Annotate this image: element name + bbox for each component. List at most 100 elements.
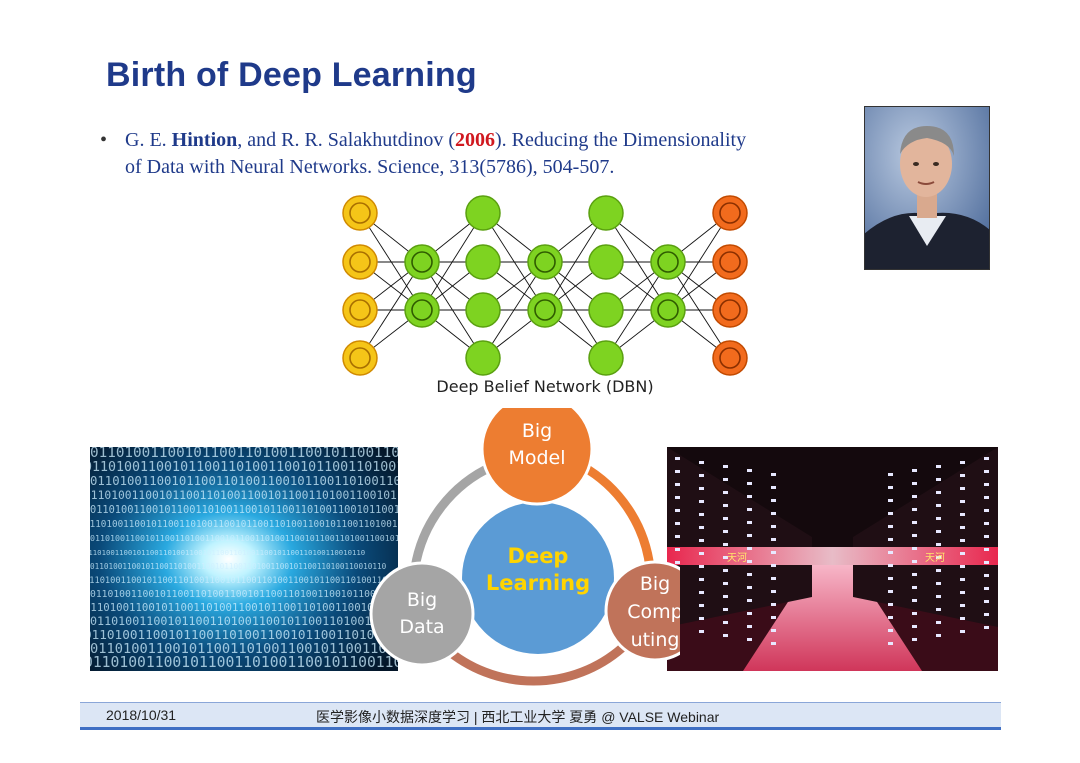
server-light — [936, 530, 941, 533]
deep-learning-circle — [462, 502, 614, 654]
binary-digit-row: 0110100110010110011010011001011001101001… — [90, 504, 398, 516]
server-light — [888, 512, 893, 515]
server-light — [984, 587, 989, 590]
dbn-connection — [359, 212, 423, 311]
dbn-connection — [605, 261, 669, 359]
dbn-connection — [359, 261, 423, 359]
data-to-model-arc — [410, 461, 495, 569]
dbn-connection — [482, 212, 546, 311]
server-light — [699, 552, 704, 555]
server-light — [912, 495, 917, 498]
binary-digit-row: 0110100110010110011010011001011001101001… — [90, 589, 398, 600]
dbn-connection — [544, 212, 607, 311]
server-light — [723, 504, 728, 507]
computing-to-data-arc — [442, 644, 625, 686]
dbn-node-ring — [719, 299, 741, 321]
dbn-connection — [667, 212, 731, 311]
server-light — [984, 535, 989, 538]
binary-digit-row: 0110100110010110011010011001011001101001… — [90, 614, 398, 628]
dbn-diagram: Deep Belief Network (DBN) — [342, 195, 748, 395]
dbn-node — [465, 340, 501, 376]
reference-text: G. E. Hintion, and R. R. Salakhutdinov (… — [125, 129, 747, 178]
server-light — [960, 591, 965, 594]
dbn-node — [342, 340, 378, 376]
server-light — [771, 525, 776, 528]
dbn-node-ring — [534, 251, 556, 273]
server-light — [699, 474, 704, 477]
server-light — [888, 616, 893, 619]
server-light — [699, 578, 704, 581]
server-light — [960, 604, 965, 607]
dbn-node-ring — [657, 299, 679, 321]
binary-data-tunnel-image: 0110100110010110011010011001011001101001… — [90, 447, 398, 671]
dbn-node — [588, 292, 624, 328]
server-light — [747, 573, 752, 576]
server-light — [675, 535, 680, 538]
server-light — [984, 457, 989, 460]
big-model-label-line1: Big — [522, 420, 552, 442]
binary-digit-row: 0110100110010110011010011001011001101001… — [90, 562, 387, 571]
server-light — [984, 483, 989, 486]
server-light — [747, 469, 752, 472]
server-light — [936, 556, 941, 559]
dbn-node-ring — [349, 299, 371, 321]
binary-digit-row: 0110100110010110011010011001011001101001… — [90, 576, 398, 586]
slide-title: Birth of Deep Learning — [106, 56, 477, 94]
bullet-marker: • — [100, 129, 108, 151]
server-light — [771, 603, 776, 606]
dbn-node-ring — [411, 299, 433, 321]
server-light — [960, 513, 965, 516]
reference-bullet: • G. E. Hintion, and R. R. Salakhutdinov… — [100, 127, 860, 181]
server-light — [912, 534, 917, 537]
footer-note: 医学影像小数据深度学习 | 西北工业大学 夏勇 @ VALSE Webinar — [316, 709, 720, 725]
dbn-node-ring — [719, 251, 741, 273]
server-light — [771, 577, 776, 580]
server-light — [984, 574, 989, 577]
binary-digit-row: 0110100110010110011010011001011001101001… — [90, 447, 398, 461]
dbn-node — [527, 292, 563, 328]
dbn-node — [588, 340, 624, 376]
binary-digit-row: 0110100110010110011010011001011001101001… — [90, 601, 398, 614]
big-data-label-line2: Data — [399, 616, 444, 638]
dbn-node-ring — [349, 251, 371, 273]
server-light — [771, 512, 776, 515]
server-light — [771, 616, 776, 619]
dbn-node — [342, 292, 378, 328]
server-light — [675, 509, 680, 512]
server-light — [888, 564, 893, 567]
server-light — [699, 630, 704, 633]
server-light — [771, 564, 776, 567]
server-light — [723, 478, 728, 481]
server-light — [936, 569, 941, 572]
dbn-node — [465, 292, 501, 328]
dbn-node-ring — [534, 299, 556, 321]
dbn-node — [342, 195, 378, 231]
binary-digit-row: 0110100110010110011010011001011001101001… — [90, 533, 398, 543]
server-light — [888, 486, 893, 489]
server-light — [747, 560, 752, 563]
server-light — [888, 603, 893, 606]
binary-digit-row: 0110100110010110011010011001011001101001… — [90, 641, 398, 657]
dbn-nodes — [342, 195, 748, 376]
server-light — [771, 499, 776, 502]
big-computing-label-line1: Big — [640, 573, 670, 595]
server-light — [747, 534, 752, 537]
big-computing-circle — [604, 560, 680, 662]
server-light — [984, 613, 989, 616]
server-light — [771, 551, 776, 554]
server-light — [723, 569, 728, 572]
server-light — [723, 556, 728, 559]
big-computing-label-line2: Comp — [627, 601, 680, 623]
dbn-caption: Deep Belief Network (DBN) — [436, 377, 653, 395]
server-light — [888, 551, 893, 554]
dbn-node — [465, 244, 501, 280]
server-light — [912, 508, 917, 511]
dbn-node — [588, 244, 624, 280]
server-light — [912, 625, 917, 628]
dbn-node-ring — [411, 251, 433, 273]
server-light — [936, 504, 941, 507]
dbn-node — [650, 244, 686, 280]
dbn-connection — [421, 212, 484, 311]
dbn-node — [404, 292, 440, 328]
server-light — [723, 491, 728, 494]
